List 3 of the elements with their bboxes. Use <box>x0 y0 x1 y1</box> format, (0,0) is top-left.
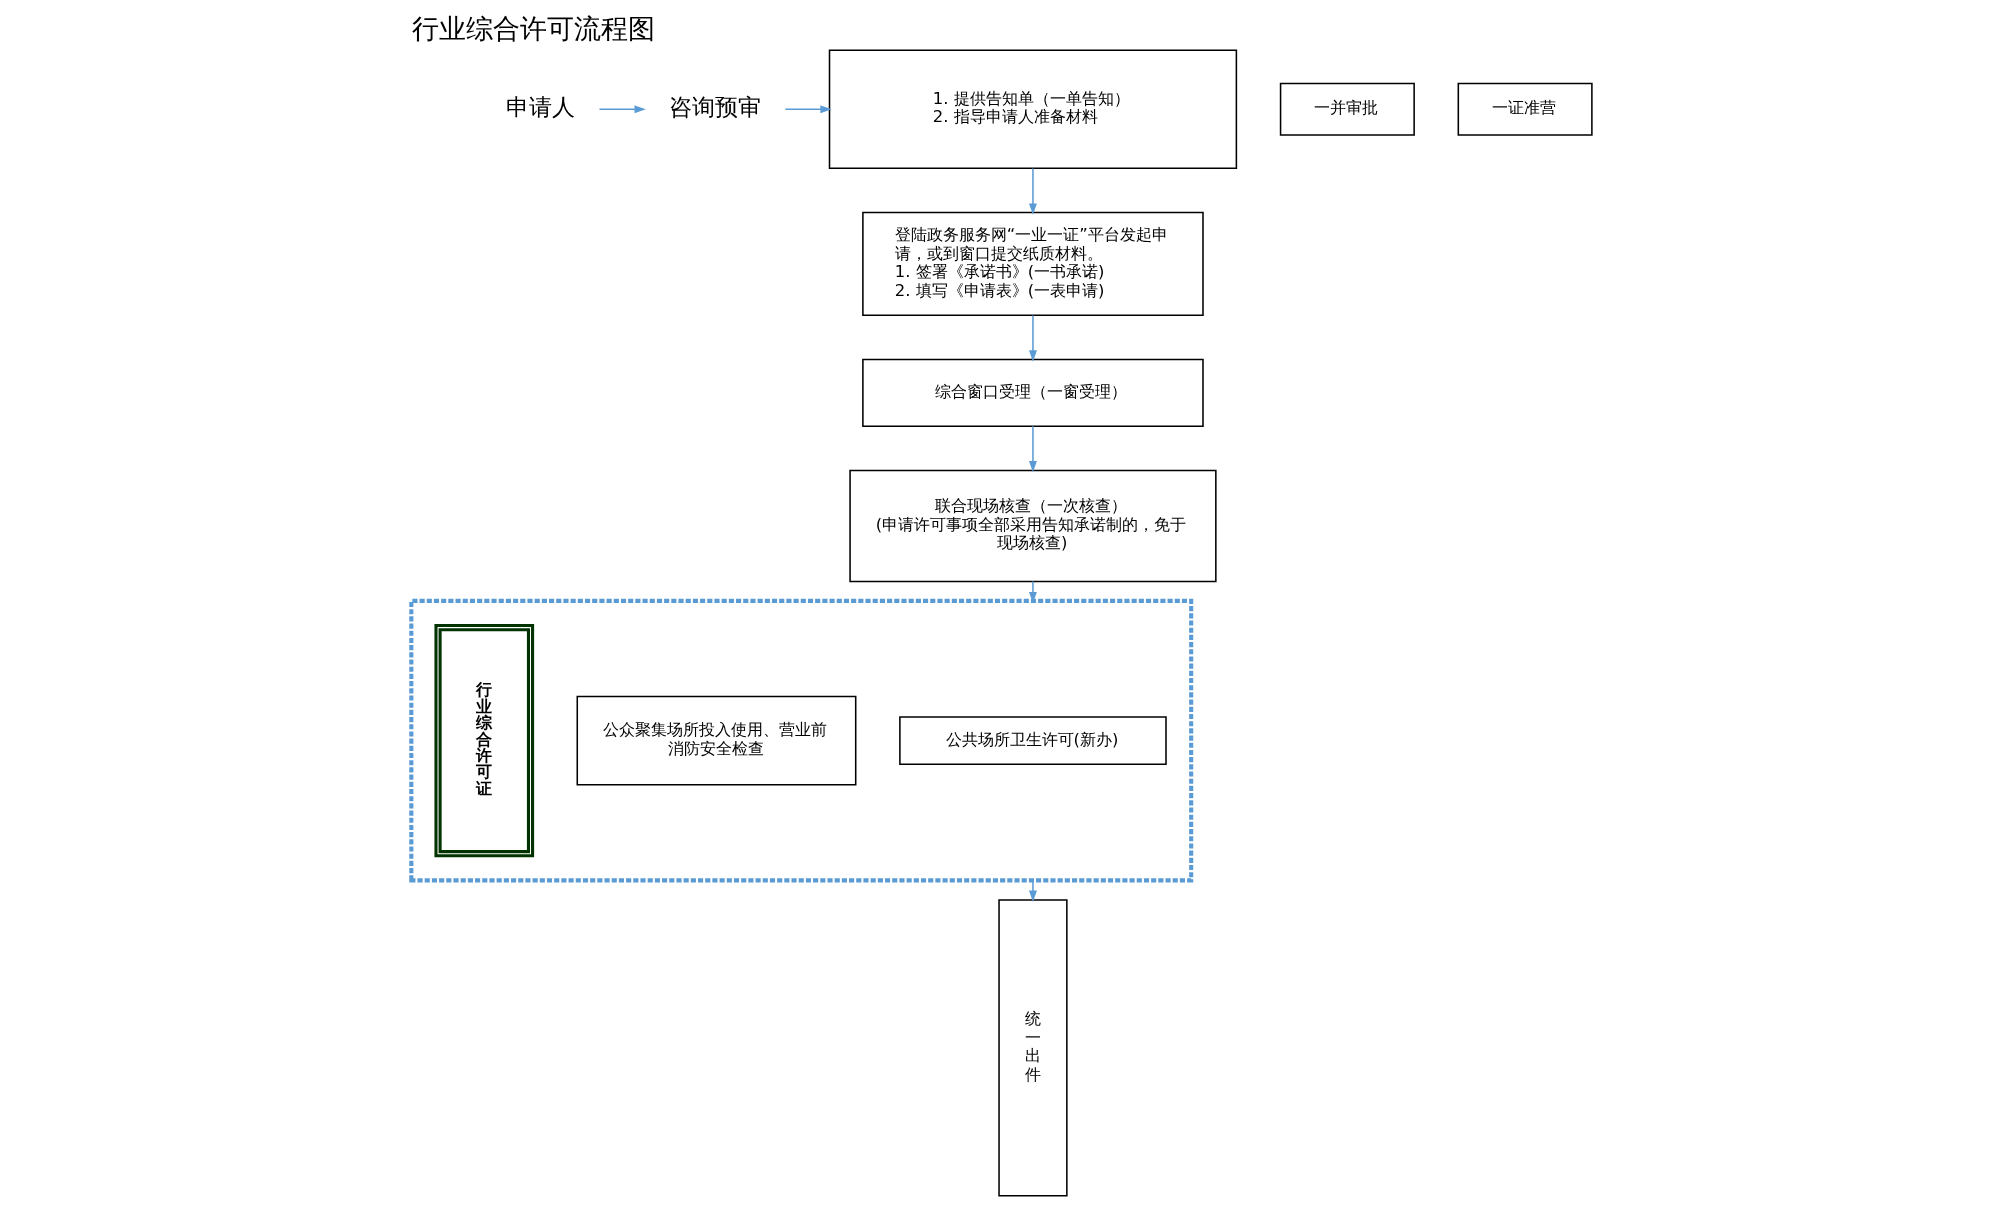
diagram-title: 行业综合许可流程图 <box>411 12 655 44</box>
node-text: 申请人 <box>505 94 575 121</box>
node-text: 咨询预审 <box>668 94 761 121</box>
